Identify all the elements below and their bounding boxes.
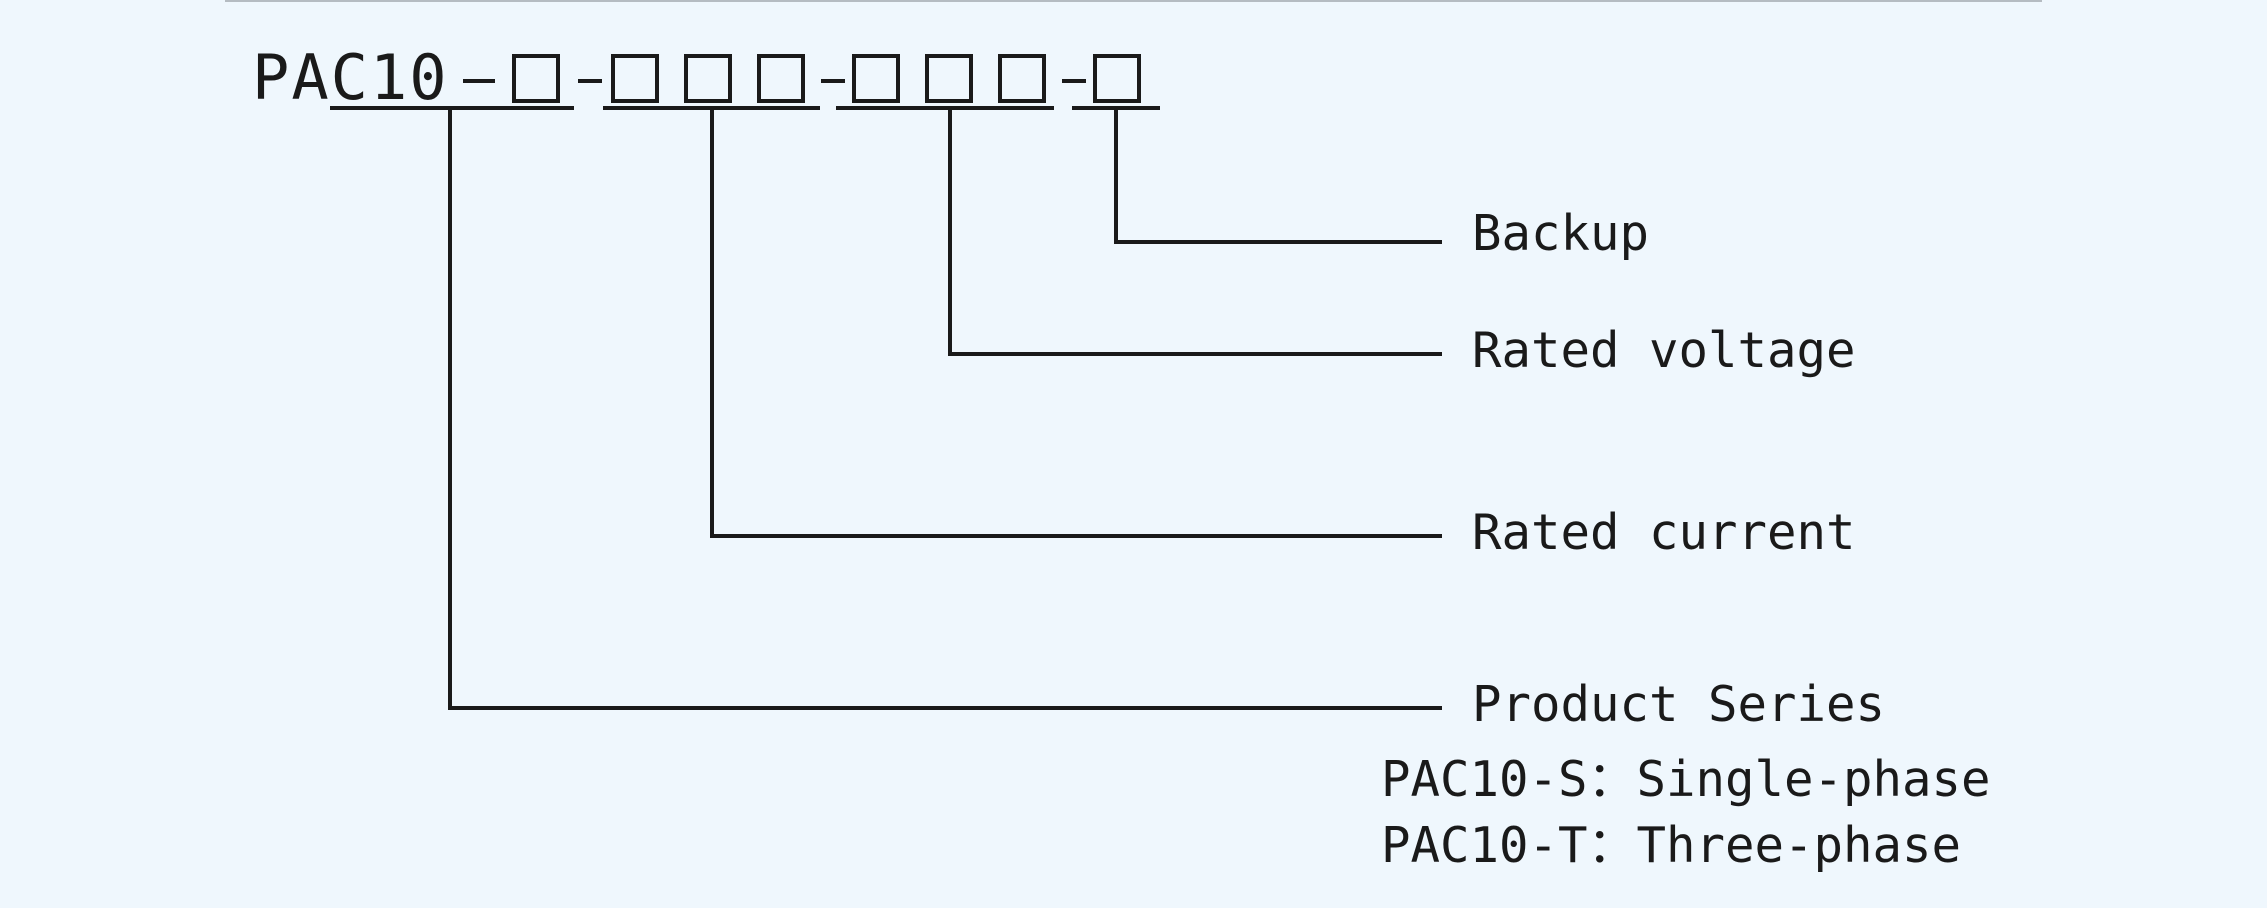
- label-series-three-phase: PAC10-T：Three-phase: [1381, 817, 1962, 874]
- code-box-voltage-3: [998, 54, 1046, 103]
- code-box-backup: [1093, 54, 1141, 103]
- code-dash: [1062, 79, 1086, 83]
- code-dash: [578, 79, 602, 83]
- underline-voltage: [836, 106, 1054, 110]
- connector-horizontal-voltage: [948, 352, 1442, 356]
- label-rated-voltage: Rated voltage: [1472, 322, 1856, 379]
- connector-vertical-voltage: [948, 108, 952, 356]
- code-dash: [821, 79, 845, 83]
- connector-vertical-backup: [1114, 108, 1118, 244]
- connector-vertical-series: [448, 108, 452, 710]
- label-product-series: Product Series: [1472, 676, 1886, 733]
- underline-series: [330, 106, 574, 110]
- label-rated-current: Rated current: [1472, 504, 1856, 561]
- connector-horizontal-current: [710, 534, 1442, 538]
- connector-vertical-current: [710, 108, 714, 538]
- code-box-series: [512, 54, 560, 103]
- model-code-prefix: PAC10: [252, 41, 449, 114]
- connector-horizontal-series: [448, 706, 1442, 710]
- label-series-single-phase: PAC10-S：Single-phase: [1381, 751, 1991, 808]
- code-box-current-1: [611, 54, 659, 103]
- code-box-voltage-2: [925, 54, 973, 103]
- code-dash: [463, 79, 495, 83]
- code-box-voltage-1: [852, 54, 900, 103]
- label-backup: Backup: [1472, 205, 1650, 262]
- code-box-current-2: [684, 54, 732, 103]
- connector-horizontal-backup: [1114, 240, 1442, 244]
- top-divider: [225, 0, 2042, 2]
- code-box-current-3: [757, 54, 805, 103]
